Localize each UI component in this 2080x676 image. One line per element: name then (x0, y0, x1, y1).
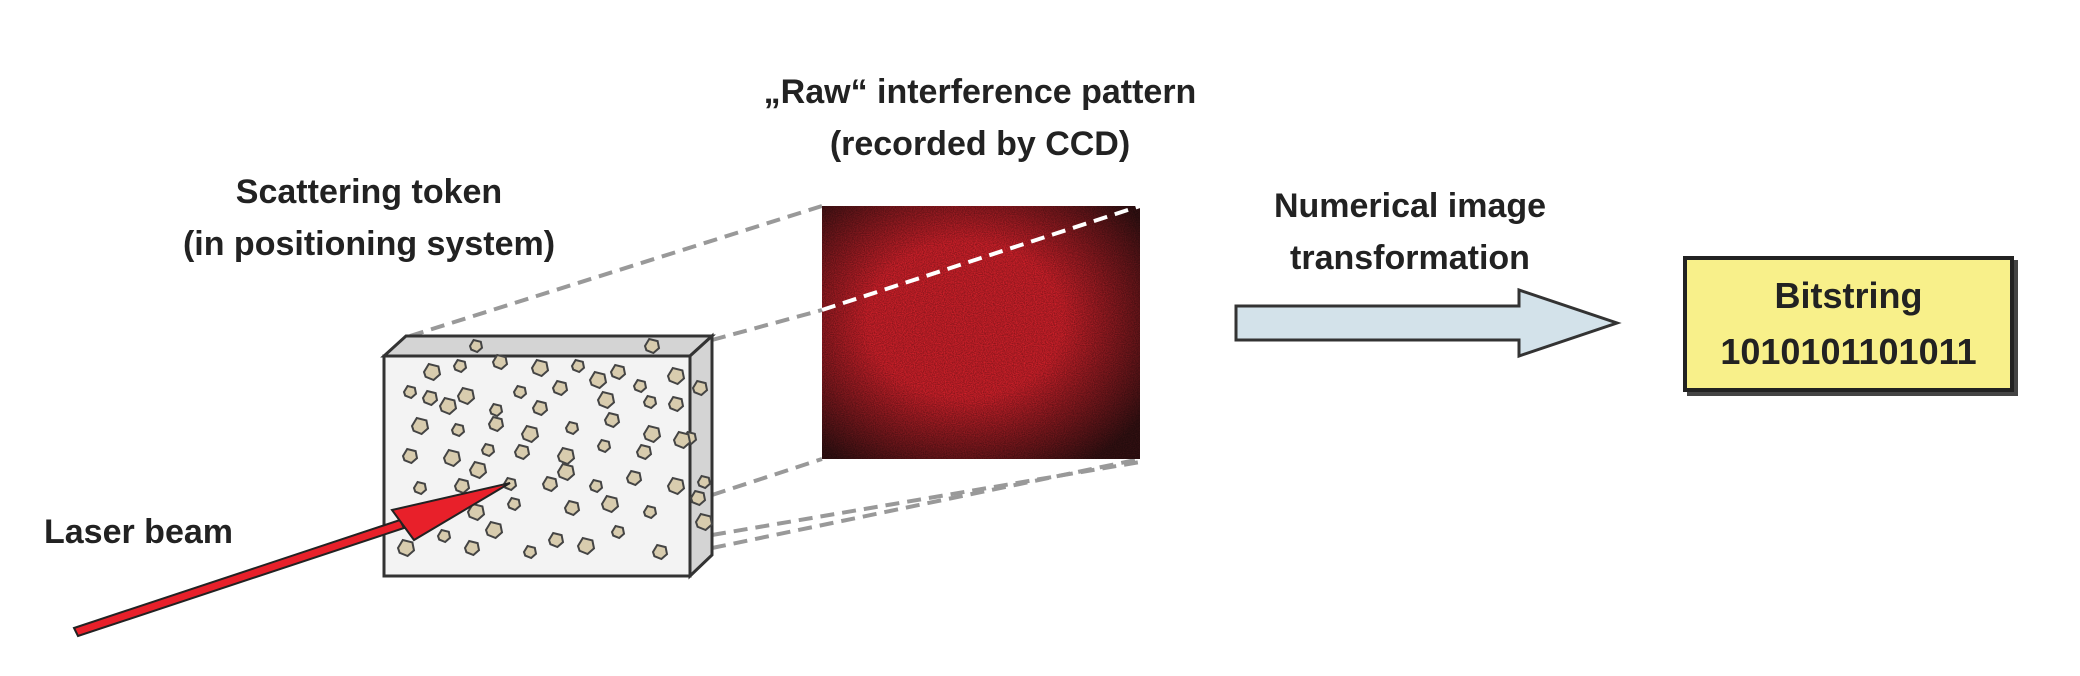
raw-pattern-line2: (recorded by CCD) (829, 125, 1131, 163)
particle (484, 520, 504, 540)
particle (564, 420, 580, 436)
particle (666, 476, 686, 496)
bitstring-title: Bitstring (1774, 275, 1923, 316)
particle (436, 528, 452, 544)
particle (450, 422, 466, 438)
bitstring-box: Bitstring 1010101101011 (1683, 256, 2014, 392)
particle (694, 512, 714, 532)
particle (530, 358, 550, 378)
token-side-face (688, 332, 714, 580)
particle (513, 443, 531, 461)
particle (410, 416, 430, 436)
particle (520, 424, 540, 444)
token-top-face (380, 334, 716, 358)
particle (402, 384, 418, 400)
particle (556, 462, 576, 482)
particle (456, 386, 476, 406)
particle (401, 447, 419, 465)
particle (596, 390, 616, 410)
speckle-noise (822, 206, 1140, 459)
particle (506, 496, 522, 512)
particle (691, 379, 709, 397)
particle (642, 504, 658, 520)
scattering-token-icon (380, 332, 716, 580)
particle (442, 448, 462, 468)
guide-line-white (821, 204, 1141, 312)
guide-line-mid (711, 457, 823, 497)
particle (609, 363, 627, 381)
particle (596, 438, 612, 454)
particle (625, 469, 643, 487)
particle (651, 543, 669, 561)
particle (696, 474, 712, 490)
guide-line-top-right (711, 308, 823, 342)
particle (551, 379, 569, 397)
particle (412, 480, 428, 496)
particle (570, 358, 586, 374)
laser-beam-label: Laser beam (44, 513, 233, 551)
particle (522, 544, 538, 560)
particle (438, 396, 458, 416)
particle (468, 460, 488, 480)
particle (563, 499, 581, 517)
particle (541, 475, 559, 493)
particle (600, 494, 620, 514)
particle (512, 384, 528, 400)
particle (643, 337, 661, 355)
transformation-label: Numerical image transformation (1240, 180, 1580, 284)
particle (642, 424, 662, 444)
particle (588, 478, 604, 494)
particle (667, 395, 685, 413)
laser-arrowhead (390, 482, 511, 542)
particle (488, 402, 504, 418)
particle (463, 539, 481, 557)
particle (531, 399, 549, 417)
speckle-image-icon (822, 206, 1140, 459)
particle (672, 430, 692, 450)
scattering-token-line1: Scattering token (235, 173, 503, 211)
projection-lines (409, 204, 1141, 550)
transformation-line1: Numerical image (1273, 187, 1547, 225)
scattering-token-line2: (in positioning system) (182, 225, 556, 263)
particle (556, 446, 576, 466)
particle (422, 362, 442, 382)
particle (632, 378, 648, 394)
particle (421, 389, 439, 407)
particle (491, 353, 509, 371)
particle (452, 358, 468, 374)
guide-line-top-left (409, 204, 823, 338)
scattering-particles (396, 337, 714, 561)
particle (588, 370, 608, 390)
guide-line-bottom-2 (711, 460, 1141, 537)
particle (689, 489, 707, 507)
particle (576, 536, 596, 556)
particle (603, 411, 621, 429)
particle (635, 443, 653, 461)
transformation-line2: transformation (1290, 239, 1530, 277)
bitstring-value: 1010101101011 (1720, 331, 1977, 372)
particle (547, 531, 565, 549)
red-arrow-icon (72, 482, 511, 638)
particle (666, 366, 686, 386)
raw-pattern-label: „Raw“ interference pattern (recorded by … (720, 66, 1240, 170)
particle (468, 338, 484, 354)
particle (453, 477, 471, 495)
particle (642, 394, 658, 410)
particle (396, 538, 416, 558)
process-arrow-icon (1234, 287, 1622, 359)
particle (480, 442, 496, 458)
raw-pattern-line1: „Raw“ interference pattern (763, 73, 1197, 111)
particle (487, 415, 505, 433)
particle (610, 524, 626, 540)
scattering-token-label: Scattering token (in positioning system) (168, 166, 570, 270)
